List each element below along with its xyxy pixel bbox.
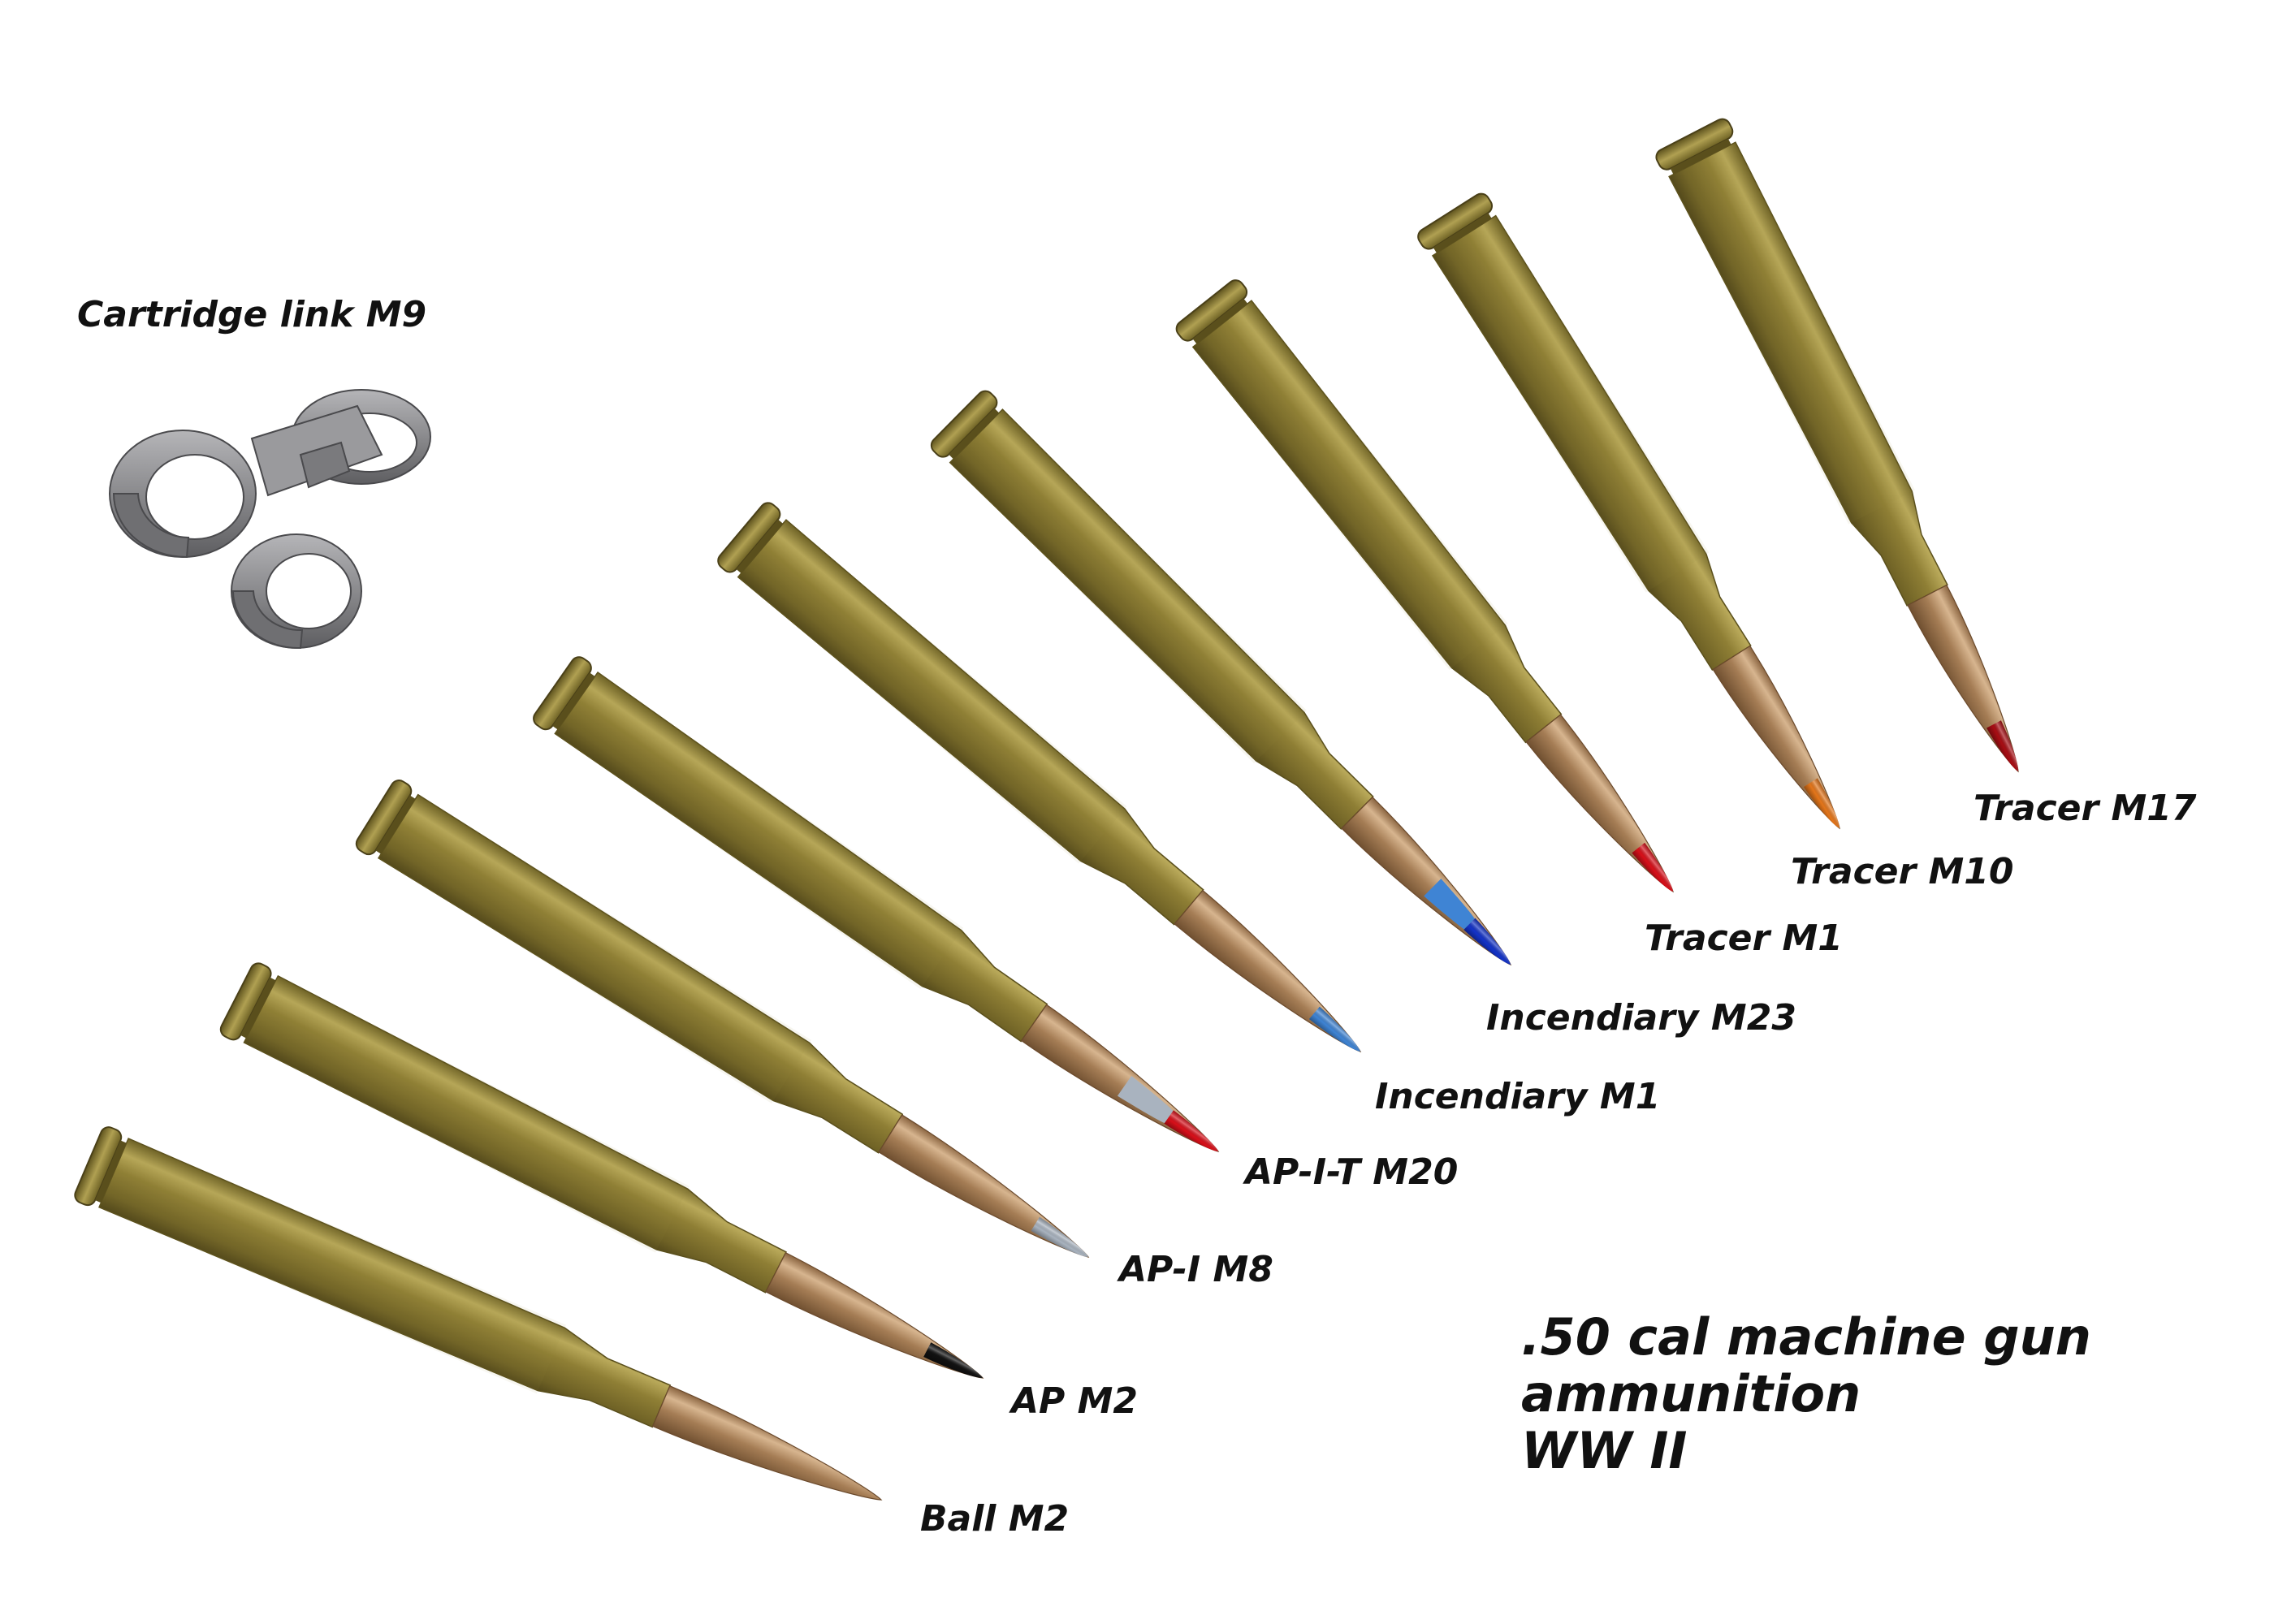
title-line-1: .50 cal machine gun bbox=[1521, 1307, 2091, 1367]
case bbox=[949, 408, 1374, 830]
bullet bbox=[651, 1385, 883, 1501]
cartridge-1 bbox=[74, 1126, 883, 1501]
cartridge-2 bbox=[219, 962, 984, 1379]
title-line-2: ammunition bbox=[1521, 1364, 1861, 1423]
cartridge-label-9: Tracer M17 bbox=[1974, 788, 2197, 829]
bullet bbox=[765, 1251, 984, 1379]
case bbox=[737, 519, 1204, 926]
bullet bbox=[1907, 584, 2019, 773]
case bbox=[243, 974, 787, 1294]
band bbox=[1117, 1076, 1174, 1123]
cartridge-3 bbox=[355, 780, 1090, 1258]
band bbox=[1424, 879, 1475, 930]
case bbox=[1431, 214, 1752, 672]
case bbox=[1668, 141, 1948, 607]
cartridge-labels: Ball M2 AP M2 AP-I M8 AP-I-T M20 Incendiary … bbox=[920, 788, 2197, 1540]
title-line-3: WW II bbox=[1521, 1421, 1688, 1480]
case bbox=[377, 793, 904, 1154]
cartridge-link: Cartridge link M9 bbox=[77, 294, 431, 650]
cartridge-label-5: Incendiary M1 bbox=[1375, 1076, 1660, 1117]
link-label: Cartridge link M9 bbox=[77, 294, 426, 335]
cartridge-5 bbox=[717, 502, 1362, 1053]
cartridge-label-4: AP-I-T M20 bbox=[1243, 1151, 1458, 1193]
bullet bbox=[878, 1114, 1090, 1258]
bullet bbox=[1712, 645, 1840, 830]
cartridge-label-6: Incendiary M23 bbox=[1486, 997, 1796, 1039]
cartridge-6 bbox=[930, 390, 1512, 966]
case bbox=[98, 1138, 672, 1428]
cartridge-label-7: Tracer M1 bbox=[1645, 918, 1843, 959]
cartridge-label-8: Tracer M10 bbox=[1791, 851, 2014, 892]
link-icon bbox=[109, 389, 431, 650]
cartridge-9 bbox=[1655, 118, 2019, 773]
cartridge-8 bbox=[1417, 192, 1840, 830]
case bbox=[1191, 300, 1563, 744]
cartridge-label-2: AP M2 bbox=[1009, 1380, 1138, 1422]
title-block: .50 cal machine gun ammunition WW II bbox=[1521, 1307, 2091, 1480]
cartridge-label-1: Ball M2 bbox=[920, 1498, 1069, 1540]
case bbox=[554, 671, 1048, 1043]
cartridge-label-3: AP-I M8 bbox=[1117, 1249, 1273, 1290]
cartridge-7 bbox=[1175, 279, 1675, 893]
cartridge-4 bbox=[533, 656, 1220, 1152]
cartridge-row bbox=[74, 118, 2019, 1501]
